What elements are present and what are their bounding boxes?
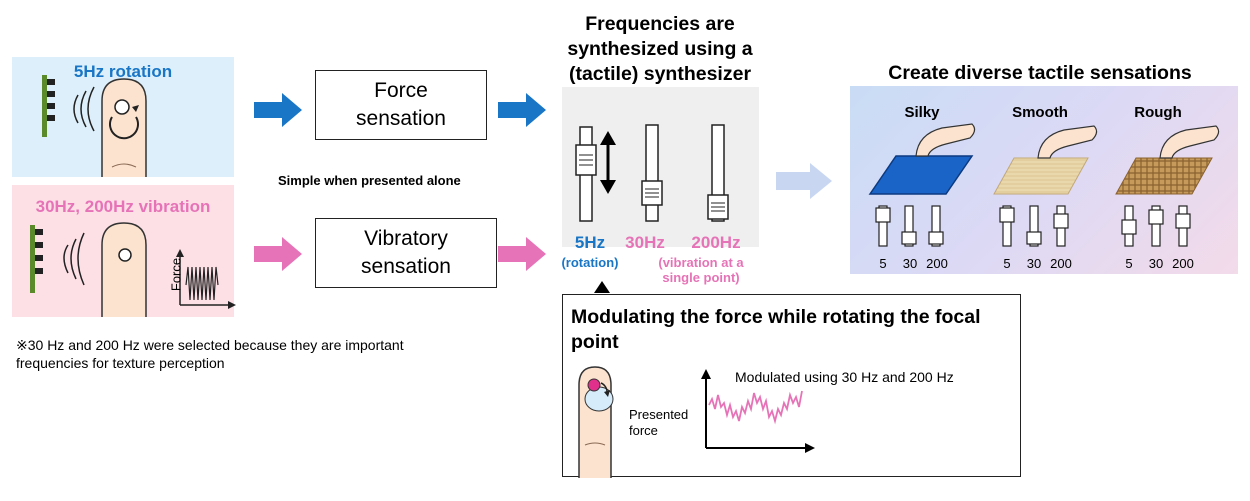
finger-icon <box>915 123 976 157</box>
pointer-triangle-icon <box>594 281 610 293</box>
vibration-finger-illustration <box>30 222 236 317</box>
footnote: ※30 Hz and 200 Hz were selected because … <box>16 337 404 371</box>
smooth-swatch <box>993 157 1089 195</box>
textures-panel: Silky Smooth Rough <box>850 86 1238 274</box>
vibration-panel: 30Hz, 200Hz vibration Force <box>12 185 236 317</box>
rough-tick-5: 5 <box>1125 256 1133 271</box>
smooth-tick-200: 200 <box>1050 256 1072 271</box>
freq-30hz: 30Hz <box>625 233 665 252</box>
freq-200hz: 200Hz <box>691 233 741 252</box>
modulation-box: Modulating the force while rotating the … <box>562 294 1021 478</box>
freq-5hz: 5Hz <box>574 233 606 252</box>
smooth-sliders <box>999 205 1069 247</box>
wave-caption: Modulated using 30 Hz and 200 Hz <box>735 369 954 385</box>
force-sensation-label: Force sensation <box>356 79 446 130</box>
modulation-illustration <box>578 366 815 478</box>
rough-tick-30: 30 <box>1148 256 1164 271</box>
force-sensation-box: Force sensation <box>315 70 487 140</box>
rough-tick-200: 200 <box>1172 256 1194 271</box>
slider-30hz <box>645 124 659 222</box>
force-axis-label: Force <box>168 257 184 292</box>
modulated-wave <box>708 390 803 425</box>
texture-label-rough: Rough <box>1134 104 1182 121</box>
smooth-tick-5: 5 <box>1003 256 1011 271</box>
silky-tick-5: 5 <box>879 256 887 271</box>
texture-label-smooth: Smooth <box>1012 104 1068 121</box>
arrow-pink-1 <box>254 237 302 271</box>
vibratory-sensation-label: Vibratory sensation <box>361 227 451 278</box>
texture-illustrations <box>868 123 1220 247</box>
synthesizer-sliders <box>575 124 729 222</box>
emitter-board <box>30 225 35 293</box>
vibratory-sensation-box: Vibratory sensation <box>315 218 497 288</box>
silky-swatch <box>868 155 974 195</box>
arrow-pink-2 <box>498 237 546 271</box>
freq-5hz-sub: (rotation) <box>561 255 619 270</box>
presented-force-label: Presented force <box>629 407 689 438</box>
vibration-title: 30Hz, 200Hz vibration <box>35 197 211 216</box>
freq-200hz-sub: (vibration at a single point) <box>658 255 744 285</box>
finger-icon <box>101 78 147 177</box>
finger-icon <box>101 222 147 317</box>
rotation-finger-illustration <box>42 75 147 177</box>
rotation-panel: 5Hz rotation <box>12 57 234 177</box>
rough-swatch <box>1115 157 1213 195</box>
smooth-tick-30: 30 <box>1026 256 1042 271</box>
emitter-board <box>42 75 47 137</box>
rotation-title: 5Hz rotation <box>73 62 173 81</box>
texture-label-silky: Silky <box>904 104 940 121</box>
vibration-wave <box>185 266 219 301</box>
right-title: Create diverse tactile sensations <box>888 62 1192 84</box>
silky-tick-30: 30 <box>902 256 918 271</box>
rough-sliders <box>1121 205 1191 247</box>
simple-note: Simple when presented alone <box>278 173 461 188</box>
silky-tick-200: 200 <box>926 256 948 271</box>
arrow-blue-1 <box>254 93 302 127</box>
arrow-blue-2 <box>498 93 546 127</box>
synth-title: Frequencies are synthesized using a (tac… <box>567 13 753 85</box>
silky-sliders <box>875 205 944 247</box>
modulation-title: Modulating the force while rotating the … <box>571 306 981 353</box>
arrow-light <box>776 163 832 199</box>
